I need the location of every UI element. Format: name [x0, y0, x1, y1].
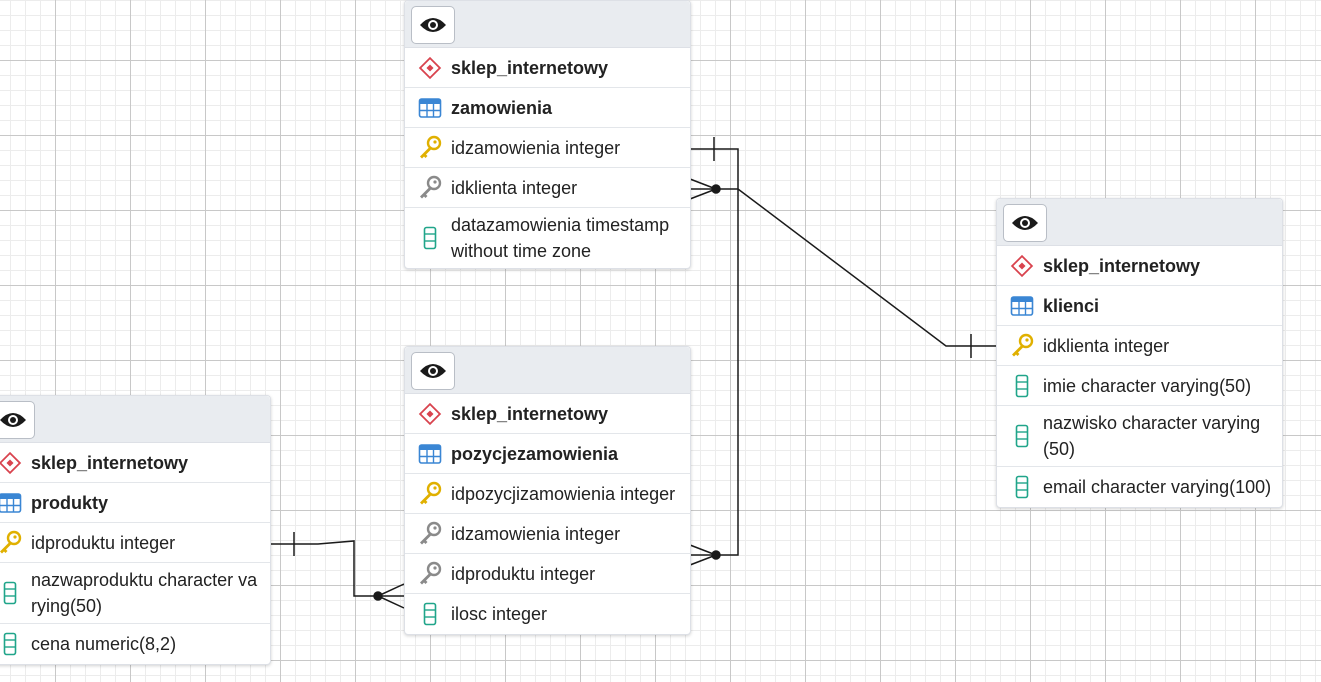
schema-name: sklep_internetowy [1043, 255, 1201, 276]
table-row: produkty [0, 483, 270, 523]
column-text: nazwaproduktu character varying(50) [31, 570, 258, 616]
column-text: idproduktu integer [31, 532, 176, 553]
schema-row: sklep_internetowy [997, 246, 1282, 286]
column-text: nazwisko character varying(50) [1043, 413, 1261, 459]
table-icon [0, 490, 23, 516]
column-text: idzamowienia integer [451, 523, 621, 544]
column-text: imie character varying(50) [1043, 375, 1252, 396]
column-text: idklienta integer [451, 177, 578, 198]
schema-name: sklep_internetowy [451, 57, 609, 78]
primary-key-icon [417, 481, 443, 507]
column-row[interactable]: email character varying(100) [997, 467, 1282, 507]
schema-row: sklep_internetowy [0, 443, 270, 483]
table-node-zamowienia[interactable]: sklep_internetowy zamowienia idzamowieni… [404, 0, 691, 269]
table-row: pozycjezamowienia [405, 434, 690, 474]
schema-row: sklep_internetowy [405, 394, 690, 434]
eye-icon [420, 18, 446, 32]
column-text: cena numeric(8,2) [31, 634, 177, 654]
link-pozycjezamowienia-produkty[interactable] [270, 532, 405, 609]
column-row[interactable]: idzamowienia integer [405, 514, 690, 554]
primary-key-icon [1009, 333, 1035, 359]
schema-row: sklep_internetowy [405, 48, 690, 88]
foreign-key-icon [417, 521, 443, 547]
table-node-pozycjezamowienia[interactable]: sklep_internetowy pozycjezamowienia idpo… [404, 346, 691, 635]
table-icon [417, 441, 443, 467]
foreign-key-icon [417, 175, 443, 201]
column-row[interactable]: idproduktu integer [405, 554, 690, 594]
foreign-key-icon [417, 561, 443, 587]
column-row[interactable]: nazwisko character varying(50) [997, 406, 1282, 467]
table-row: klienci [997, 286, 1282, 326]
view-data-button[interactable] [0, 401, 35, 439]
eye-icon [420, 364, 446, 378]
column-icon [0, 631, 23, 657]
view-data-button[interactable] [411, 6, 455, 44]
schema-name: sklep_internetowy [31, 452, 189, 473]
column-icon [417, 601, 443, 627]
column-text: idklienta integer [1043, 335, 1170, 356]
view-data-button[interactable] [1003, 204, 1047, 242]
primary-key-icon [0, 530, 23, 556]
node-header [997, 199, 1282, 246]
column-icon [1009, 423, 1035, 449]
column-row[interactable]: cena numeric(8,2) [0, 624, 270, 664]
column-text: email character varying(100) [1043, 477, 1272, 497]
node-header [405, 347, 690, 394]
column-row[interactable]: nazwaproduktu character varying(50) [0, 563, 270, 624]
column-row[interactable]: idproduktu integer [0, 523, 270, 563]
link-zamowienia-klienci[interactable] [689, 178, 996, 358]
column-row[interactable]: idpozycjizamowienia integer [405, 474, 690, 514]
node-header [405, 1, 690, 48]
column-row[interactable]: idzamowienia integer [405, 128, 690, 168]
column-row[interactable]: idklienta integer [997, 326, 1282, 366]
link-pozycjezamowienia-zamowienia[interactable] [689, 137, 739, 566]
schema-name: sklep_internetowy [451, 403, 609, 424]
table-node-produkty[interactable]: sklep_internetowy produkty idproduktu in… [0, 395, 271, 665]
table-name: zamowienia [451, 97, 553, 118]
primary-key-icon [417, 135, 443, 161]
column-text: idproduktu integer [451, 563, 596, 584]
schema-icon [417, 55, 443, 81]
table-icon [417, 95, 443, 121]
eye-icon [0, 413, 26, 427]
column-text: idzamowienia integer [451, 137, 621, 158]
eye-icon [1012, 216, 1038, 230]
table-row: zamowienia [405, 88, 690, 128]
schema-icon [417, 401, 443, 427]
column-text: datazamowienia timestamp without time zo… [451, 215, 670, 261]
column-row[interactable]: datazamowienia timestamp without time zo… [405, 208, 690, 268]
column-icon [0, 580, 23, 606]
column-icon [417, 225, 443, 251]
column-row[interactable]: imie character varying(50) [997, 366, 1282, 406]
table-name: klienci [1043, 295, 1100, 316]
table-name: produkty [31, 492, 109, 513]
column-text: ilosc integer [451, 604, 548, 624]
column-row[interactable]: ilosc integer [405, 594, 690, 634]
column-icon [1009, 474, 1035, 500]
column-text: idpozycjizamowienia integer [451, 483, 676, 504]
column-icon [1009, 373, 1035, 399]
table-icon [1009, 293, 1035, 319]
schema-icon [1009, 253, 1035, 279]
node-header [0, 396, 270, 443]
view-data-button[interactable] [411, 352, 455, 390]
schema-icon [0, 450, 23, 476]
table-name: pozycjezamowienia [451, 443, 619, 464]
column-row[interactable]: idklienta integer [405, 168, 690, 208]
table-node-klienci[interactable]: sklep_internetowy klienci idklienta inte… [996, 198, 1283, 508]
